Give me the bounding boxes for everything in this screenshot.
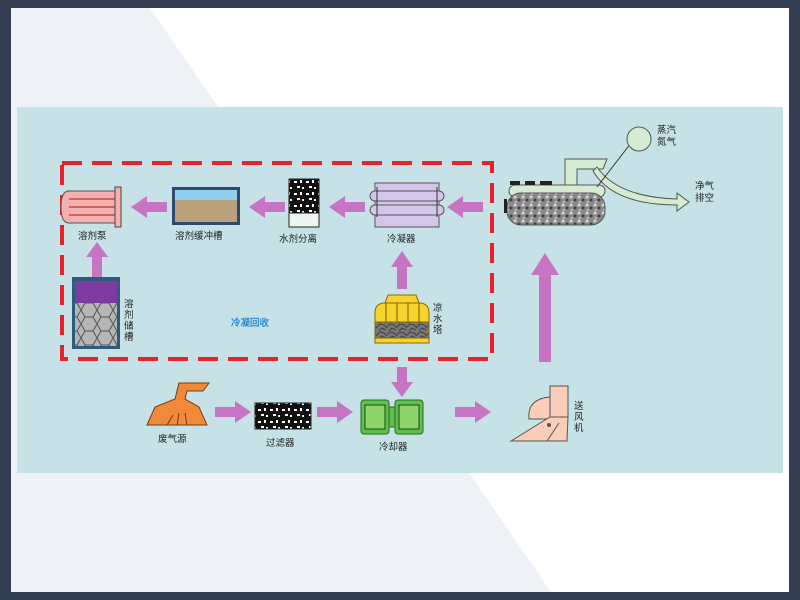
label-solvent-storage-tank: 溶剂储槽 (124, 299, 134, 343)
process-diagram-panel: 溶剂泵 溶剂缓冲槽 水剂分离 冷凝器 溶剂储槽 冷凝回收 凉水塔 废气源 过滤器… (17, 107, 783, 473)
adsorber-icon (504, 126, 690, 226)
label-solvent-buffer-tank: 溶剂缓冲槽 (175, 231, 223, 242)
arrow-filter-to-cooler (317, 401, 353, 423)
label-blower: 送风机 (574, 401, 584, 434)
water-solvent-separator-icon (288, 178, 320, 228)
label-cooler: 冷却器 (379, 442, 408, 453)
arrow-condenser-to-separator (329, 196, 365, 218)
solvent-storage-tank-icon (72, 277, 120, 349)
arrow-adsorber-to-condenser (447, 196, 483, 218)
flow-arrows (86, 196, 559, 423)
solvent-pump-icon (60, 186, 122, 228)
arrow-storage-to-pump (86, 242, 108, 277)
label-steam-nitrogen: 蒸汽氮气 (657, 125, 677, 148)
condensation-recovery-region (60, 161, 494, 361)
arrow-source-to-filter (215, 401, 251, 423)
arrow-tower-to-condenser (391, 251, 413, 289)
blower-icon (509, 385, 569, 442)
cooling-tower-icon (374, 294, 430, 344)
arrow-cooler-to-blower (455, 401, 491, 423)
exhaust-source-icon (146, 382, 210, 426)
filter-icon (254, 402, 312, 430)
label-solvent-pump: 溶剂泵 (78, 231, 107, 242)
label-clean-gas-vent: 净气排空 (695, 181, 715, 204)
process-flow-diagram (60, 126, 690, 442)
label-exhaust-source: 废气源 (158, 434, 187, 445)
slide: 溶剂泵 溶剂缓冲槽 水剂分离 冷凝器 溶剂储槽 冷凝回收 凉水塔 废气源 过滤器… (11, 8, 789, 592)
label-water-solvent-separator: 水剂分离 (279, 234, 318, 245)
cooler-icon (360, 399, 424, 435)
arrow-buffer-to-pump (131, 196, 167, 218)
label-cooling-tower: 凉水塔 (433, 303, 443, 336)
arrow-tower-to-cooler (391, 367, 413, 397)
label-condensation-recovery: 冷凝回收 (231, 318, 270, 329)
arrow-blower-to-adsorber (531, 253, 559, 362)
label-filter: 过滤器 (266, 438, 295, 449)
arrow-separator-to-buffer (249, 196, 285, 218)
label-condenser: 冷凝器 (387, 234, 416, 245)
solvent-buffer-tank-icon (172, 187, 240, 225)
condenser-icon (369, 182, 445, 228)
